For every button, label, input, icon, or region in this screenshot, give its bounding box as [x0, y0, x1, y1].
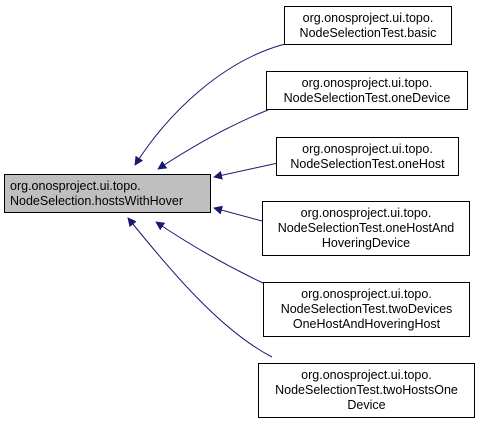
edge-basic	[134, 43, 286, 166]
node-test-one-host-and-hovering-device[interactable]: org.onosproject.ui.topo. NodeSelectionTe…	[262, 201, 470, 256]
node-test-one-device[interactable]: org.onosproject.ui.topo. NodeSelectionTe…	[266, 71, 468, 110]
node-label-line: org.onosproject.ui.topo.	[10, 178, 141, 193]
node-label-line: org.onosproject.ui.topo.	[301, 368, 432, 382]
node-label-line: org.onosproject.ui.topo.	[302, 10, 434, 25]
node-label-line: NodeSelectionTest.twoHostsOne	[275, 383, 458, 397]
node-label-line: org.onosproject.ui.topo.	[301, 287, 432, 301]
node-test-basic[interactable]: org.onosproject.ui.topo. NodeSelectionTe…	[284, 6, 452, 45]
node-label-line: org.onosproject.ui.topo.	[302, 141, 433, 156]
node-label-line: NodeSelectionTest.oneHostAnd	[277, 221, 455, 235]
node-label-line: HoveringDevice	[321, 236, 411, 250]
node-test-two-devices-one-host-and-hovering-host[interactable]: org.onosproject.ui.topo. NodeSelectionTe…	[263, 282, 470, 337]
node-label-line: NodeSelection.hostsWithHover	[10, 193, 183, 208]
edge-one-host-and-hovering-device	[213, 205, 263, 222]
edge-one-device	[157, 109, 269, 170]
node-test-one-host[interactable]: org.onosproject.ui.topo. NodeSelectionTe…	[276, 137, 459, 176]
node-label-line: org.onosproject.ui.topo.	[300, 206, 432, 220]
node-label-line: NodeSelectionTest.twoDevices	[280, 302, 453, 316]
node-label-line: Device	[347, 398, 386, 412]
edge-two-devices	[155, 221, 266, 285]
node-label-line: NodeSelectionTest.oneHost	[290, 156, 445, 171]
node-label-line: NodeSelectionTest.oneDevice	[283, 90, 451, 105]
edge-two-hosts-one-device	[127, 217, 273, 358]
edge-one-host	[213, 162, 279, 180]
node-label-line: NodeSelectionTest.basic	[299, 25, 437, 40]
node-hosts-with-hover[interactable]: org.onosproject.ui.topo. NodeSelection.h…	[4, 174, 211, 213]
node-label-line: OneHostAndHoveringHost	[292, 317, 441, 331]
node-label-line: org.onosproject.ui.topo.	[301, 75, 433, 90]
node-test-two-hosts-one-device[interactable]: org.onosproject.ui.topo. NodeSelectionTe…	[258, 363, 475, 418]
